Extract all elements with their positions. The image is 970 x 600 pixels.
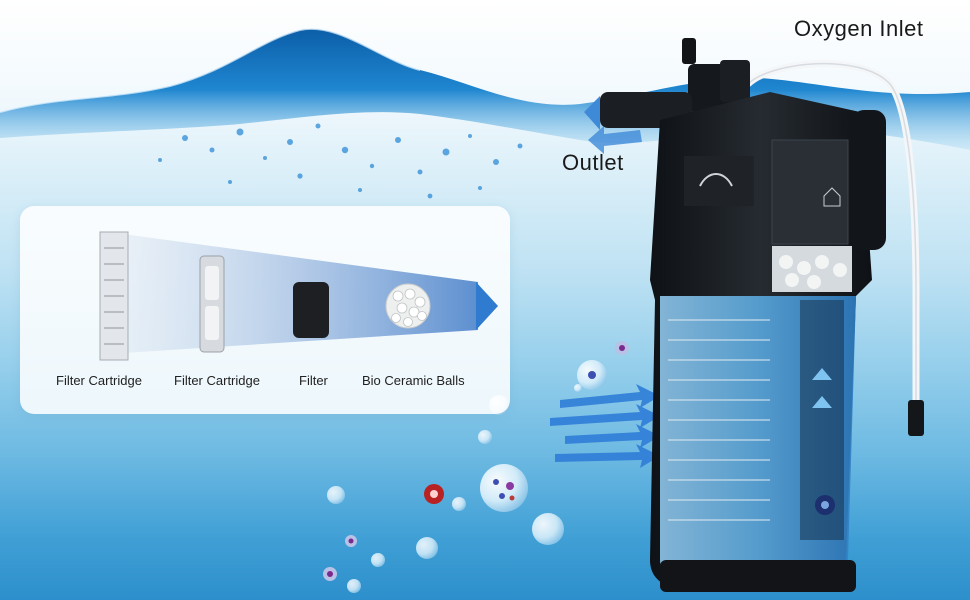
aquarium-filter-pump — [600, 38, 886, 592]
oxygen-inlet-label: Oxygen Inlet — [794, 16, 924, 41]
outlet-label: Outlet — [562, 150, 624, 175]
air-valve — [908, 400, 924, 436]
stage-label-bio-ceramic-balls: Bio Ceramic Balls — [362, 373, 465, 388]
house-icon — [823, 187, 841, 207]
bacteria-icon — [323, 341, 835, 581]
stage-label-filter-cartridge-2: Filter Cartridge — [174, 373, 260, 388]
water-droplets — [158, 123, 523, 199]
stage-label-filter-cartridge-1: Filter Cartridge — [56, 373, 142, 388]
stage-label-filter: Filter — [299, 373, 328, 388]
flow-arrows — [550, 384, 660, 468]
bubble-icon — [327, 360, 607, 593]
